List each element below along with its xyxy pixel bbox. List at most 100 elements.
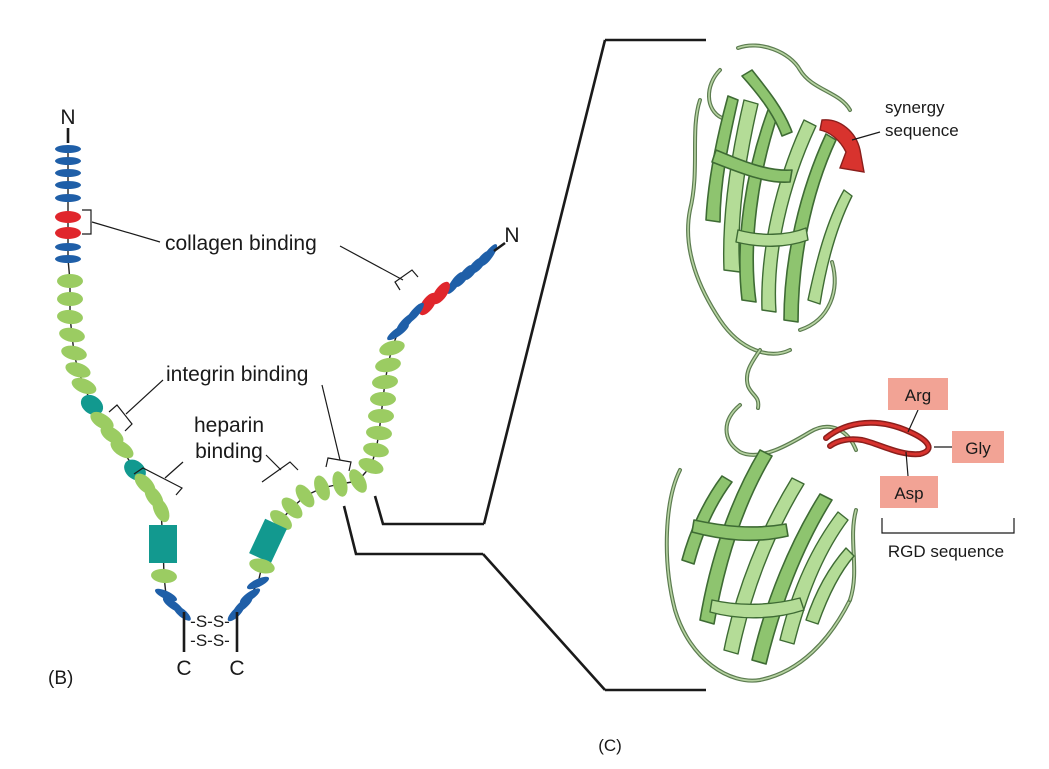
type-iii-module: [61, 345, 87, 361]
integrin-leader-left: [125, 379, 164, 415]
lower-strand: [709, 597, 805, 619]
synergy-label-line2: sequence: [885, 121, 959, 140]
type-iii-module: [57, 274, 83, 288]
arg-residue-box: Arg: [888, 378, 948, 410]
lower-strand: [691, 519, 789, 542]
panel-b-label: (B): [48, 668, 73, 689]
heparin-leader-left: [164, 461, 184, 479]
panel-c-ribbon: synergy sequence Arg Gly Asp RGD sequenc…: [598, 43, 1015, 755]
synergy-label-line1: synergy: [885, 98, 945, 117]
rgd-bracket: [881, 518, 1015, 534]
type-iii-module: [332, 471, 348, 497]
type-iii-module: [134, 473, 156, 495]
type-iii-module: [366, 425, 392, 441]
type-iii-module: [152, 497, 170, 523]
left-chain: [55, 145, 191, 621]
heparin-leader-right: [265, 454, 282, 471]
type-iii-module: [90, 411, 114, 431]
type-i-module: [55, 194, 81, 202]
heparin-bracket-right: [261, 461, 299, 483]
type-iii-module: [314, 475, 330, 501]
type-i-module: [246, 576, 270, 590]
heparin-label-line2: binding: [195, 440, 263, 463]
type-iii-module: [100, 425, 124, 445]
upper-strand: [741, 69, 793, 137]
type-iii-module: [71, 377, 97, 395]
arg-leader: [907, 409, 919, 433]
integrin-binding-label: integrin binding: [166, 363, 308, 386]
type-iii-module: [249, 558, 275, 574]
panel-c-label: (C): [598, 736, 622, 755]
disulfide-top: -S-S-: [190, 612, 230, 631]
left-c-terminus: C: [176, 657, 191, 680]
type-i-module: [55, 157, 81, 165]
type-i-module: [154, 588, 178, 602]
right-n-stub: [493, 241, 506, 253]
variable-module: [80, 394, 104, 416]
upper-domain: [686, 43, 865, 356]
right-c-terminus: C: [229, 657, 244, 680]
integrin-bracket-left: [108, 404, 133, 432]
left-n-terminus: N: [60, 106, 75, 129]
type-iii-module: [281, 497, 303, 519]
type-iii-module: [57, 292, 83, 306]
type-iii-module: [59, 327, 85, 343]
collagen-site-module: [419, 292, 437, 316]
type-i-module: [173, 605, 191, 621]
integrin-bracket-right: [325, 457, 352, 472]
type-iii-module: [295, 484, 315, 508]
synergy-leader: [851, 131, 881, 141]
variable-module: [149, 525, 177, 563]
collagen-site-module: [55, 227, 81, 239]
type-iii-module: [110, 439, 134, 459]
disulfide-bottom: -S-S-: [190, 631, 230, 650]
connector-top-diagonal: [482, 39, 607, 525]
arg-label: Arg: [905, 386, 931, 405]
type-i-module: [387, 323, 409, 341]
lower-strand: [699, 449, 773, 625]
collagen-site-module: [55, 211, 81, 223]
lower-domain: [664, 403, 932, 683]
asp-residue-box: Asp: [880, 476, 938, 508]
connector-bottom-hook: [342, 505, 483, 556]
heparin-bracket-left: [133, 467, 183, 496]
heparin-label-line1: heparin: [194, 414, 264, 437]
type-iii-module: [358, 458, 384, 474]
gly-residue-box: Gly: [952, 431, 1004, 463]
right-n-terminus: N: [504, 224, 519, 247]
type-iii-module: [349, 469, 367, 493]
upper-strand: [735, 227, 809, 247]
variable-module: [249, 518, 287, 564]
zoom-connectors: [342, 38, 706, 692]
upper-strand: [761, 119, 817, 313]
collagen-leader-right: [339, 245, 404, 281]
type-iii-module: [65, 362, 91, 378]
type-i-module: [55, 243, 81, 251]
connector-bottom-diagonal: [482, 553, 606, 691]
type-i-module: [55, 255, 81, 263]
type-iii-module: [368, 409, 394, 423]
gly-label: Gly: [965, 439, 991, 458]
type-iii-module: [375, 357, 401, 373]
lower-strand: [805, 547, 855, 625]
type-iii-module: [57, 309, 83, 325]
right-chain: [227, 244, 498, 622]
asp-label: Asp: [894, 484, 923, 503]
integrin-leader-right: [321, 384, 341, 461]
type-iii-module: [270, 510, 292, 530]
lower-strand: [751, 493, 833, 665]
panel-b-schematic: -S-S- -S-S- C C N N collagen binding int…: [48, 106, 520, 689]
type-iii-module: [151, 568, 177, 584]
type-iii-module: [370, 392, 396, 406]
type-i-module: [446, 272, 464, 294]
synergy-site: [819, 119, 865, 173]
collagen-leader-left: [91, 221, 161, 243]
upper-strand: [807, 189, 853, 305]
asp-leader: [905, 451, 909, 477]
collagen-bracket-left: [82, 209, 92, 235]
type-iii-module: [363, 442, 389, 458]
type-iii-module: [372, 374, 398, 390]
collagen-bracket-right: [394, 269, 419, 291]
rgd-sequence-label: RGD sequence: [888, 542, 1004, 561]
type-iii-module: [379, 340, 405, 356]
